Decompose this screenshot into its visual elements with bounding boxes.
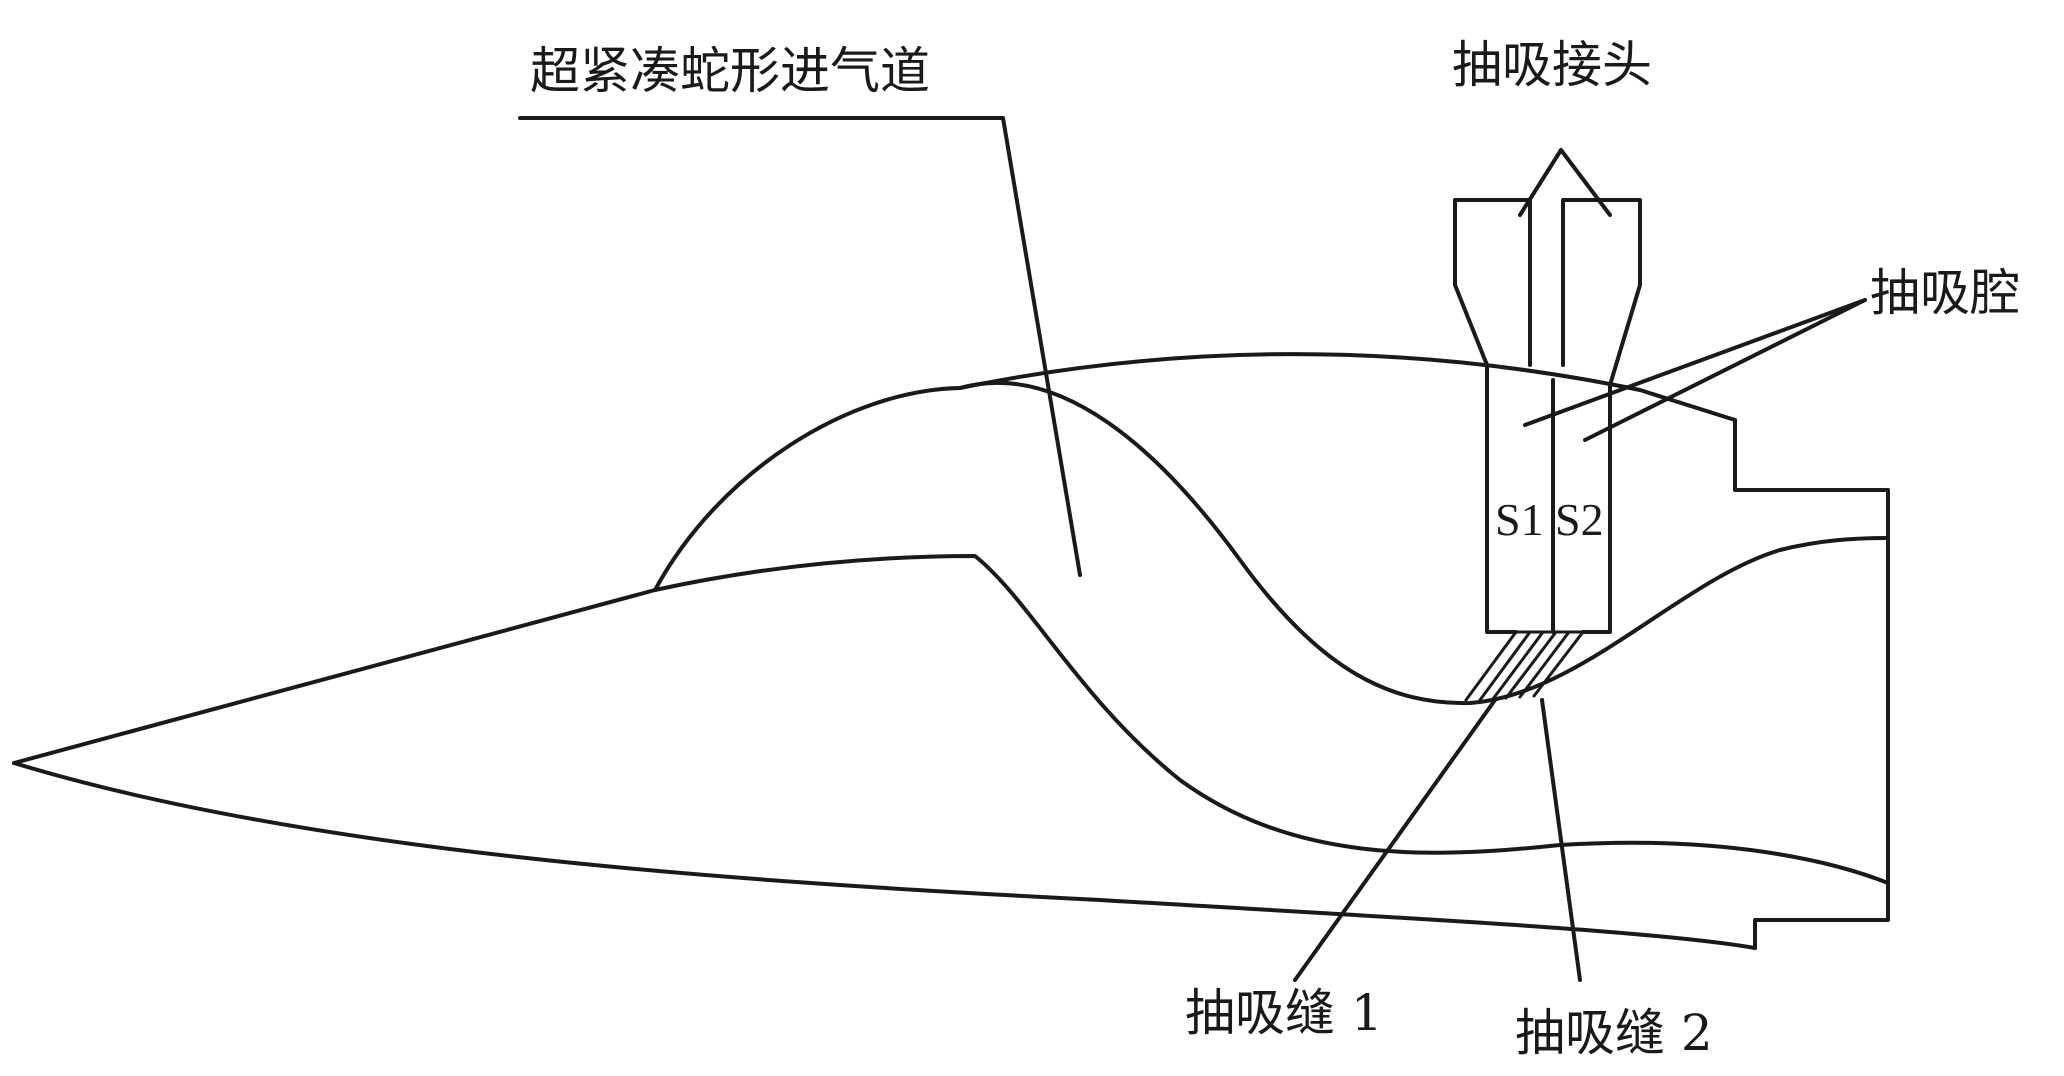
label-s2: S2 [1555,494,1604,545]
leader-slot-1 [1293,698,1497,982]
slot-hatch [1464,630,1518,702]
label-inlet: 超紧凑蛇形进气道 [530,42,930,100]
leader-inlet [518,116,1082,577]
suction-chamber-s2 [1581,383,1612,634]
slot-hatch [1532,630,1585,698]
slot-hatch [1504,630,1558,700]
label-suction-slot-2: 抽吸缝 2 [1515,1004,1713,1062]
leader-slot-2 [1540,698,1582,982]
slot-hatch [1478,630,1532,702]
nacelle-cowl [653,352,1737,592]
suction-chamber-s1 [1485,363,1518,634]
arrow-left [1518,148,1563,217]
label-suction-slot-1: 抽吸缝 1 [1185,984,1383,1042]
lower-body-line [12,761,1757,950]
leader-chamber-2 [1583,298,1867,442]
forebody-outline [12,554,1890,885]
label-suction-chamber: 抽吸腔 [1870,264,2020,322]
label-suction-connector: 抽吸接头 [1452,36,1652,94]
s-duct-upper-wall [958,381,1890,706]
suction-connector-right [1561,198,1642,387]
leader-chamber-1 [1523,298,1867,427]
suction-connector-left [1453,198,1532,367]
slot-hatch [1518,630,1571,699]
arrow-right [1559,148,1612,217]
rear-flange [1733,418,1890,950]
label-s1: S1 [1495,494,1544,545]
slot-hatch [1491,630,1545,701]
